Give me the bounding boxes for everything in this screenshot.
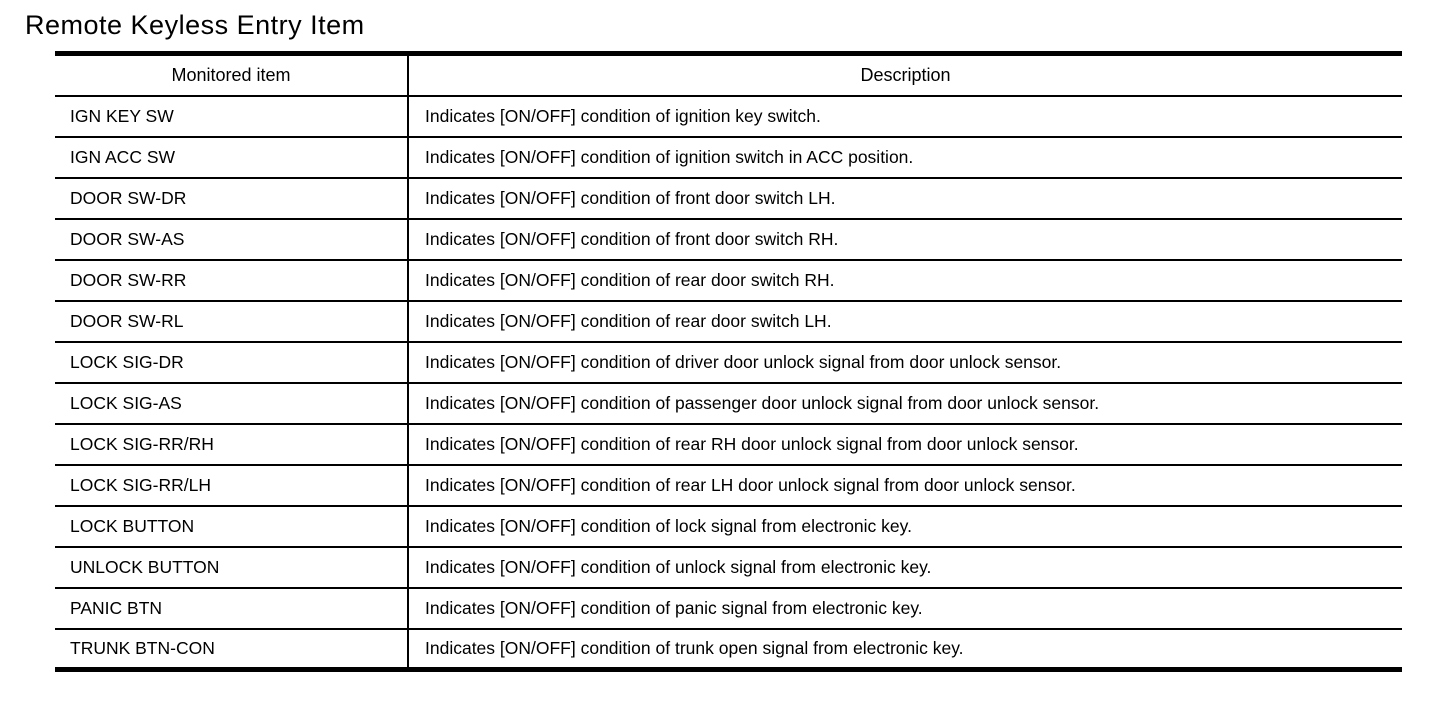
description-cell: Indicates [ON/OFF] condition of ignition…	[408, 135, 1402, 178]
monitored-item-cell: LOCK SIG-RR/LH	[55, 463, 409, 506]
description-cell: Indicates [ON/OFF] condition of rear LH …	[408, 463, 1402, 506]
monitored-item-cell: PANIC BTN	[55, 586, 409, 629]
column-header-monitored-item: Monitored item	[55, 53, 409, 96]
description-cell: Indicates [ON/OFF] condition of lock sig…	[408, 504, 1402, 547]
description-cell: Indicates [ON/OFF] condition of front do…	[408, 176, 1402, 219]
table-header: Monitored item Description	[55, 53, 1402, 96]
monitored-item-cell: UNLOCK BUTTON	[55, 545, 409, 588]
monitored-item-cell: LOCK SIG-AS	[55, 381, 409, 424]
monitored-item-cell: DOOR SW-DR	[55, 176, 409, 219]
column-header-description: Description	[860, 65, 951, 86]
monitored-item-cell: IGN KEY SW	[55, 94, 409, 137]
monitored-item-cell: DOOR SW-RL	[55, 299, 409, 342]
table-header-row: Monitored item Description	[55, 53, 1402, 96]
description-cell: Indicates [ON/OFF] condition of driver d…	[408, 340, 1402, 383]
description-cell: Indicates [ON/OFF] condition of rear doo…	[408, 299, 1402, 342]
page-title: Remote Keyless Entry Item	[25, 10, 365, 40]
description-cell: Indicates [ON/OFF] condition of front do…	[408, 217, 1402, 260]
monitored-item-cell: LOCK BUTTON	[55, 504, 409, 547]
monitored-item-cell: IGN ACC SW	[55, 135, 409, 178]
description-cell: Indicates [ON/OFF] condition of trunk op…	[408, 627, 1402, 670]
description-cell: Indicates [ON/OFF] condition of unlock s…	[408, 545, 1402, 588]
monitored-item-cell: TRUNK BTN-CON	[55, 627, 409, 670]
description-cell: Indicates [ON/OFF] condition of rear RH …	[408, 422, 1402, 465]
description-cell: Indicates [ON/OFF] condition of passenge…	[408, 381, 1402, 424]
description-cell: Indicates [ON/OFF] condition of rear doo…	[408, 258, 1402, 301]
monitored-item-cell: LOCK SIG-DR	[55, 340, 409, 383]
monitored-item-cell: LOCK SIG-RR/RH	[55, 422, 409, 465]
monitored-item-cell: DOOR SW-RR	[55, 258, 409, 301]
monitored-item-cell: DOOR SW-AS	[55, 217, 409, 260]
description-cell: Indicates [ON/OFF] condition of panic si…	[408, 586, 1402, 629]
description-cell: Indicates [ON/OFF] condition of ignition…	[408, 94, 1402, 137]
